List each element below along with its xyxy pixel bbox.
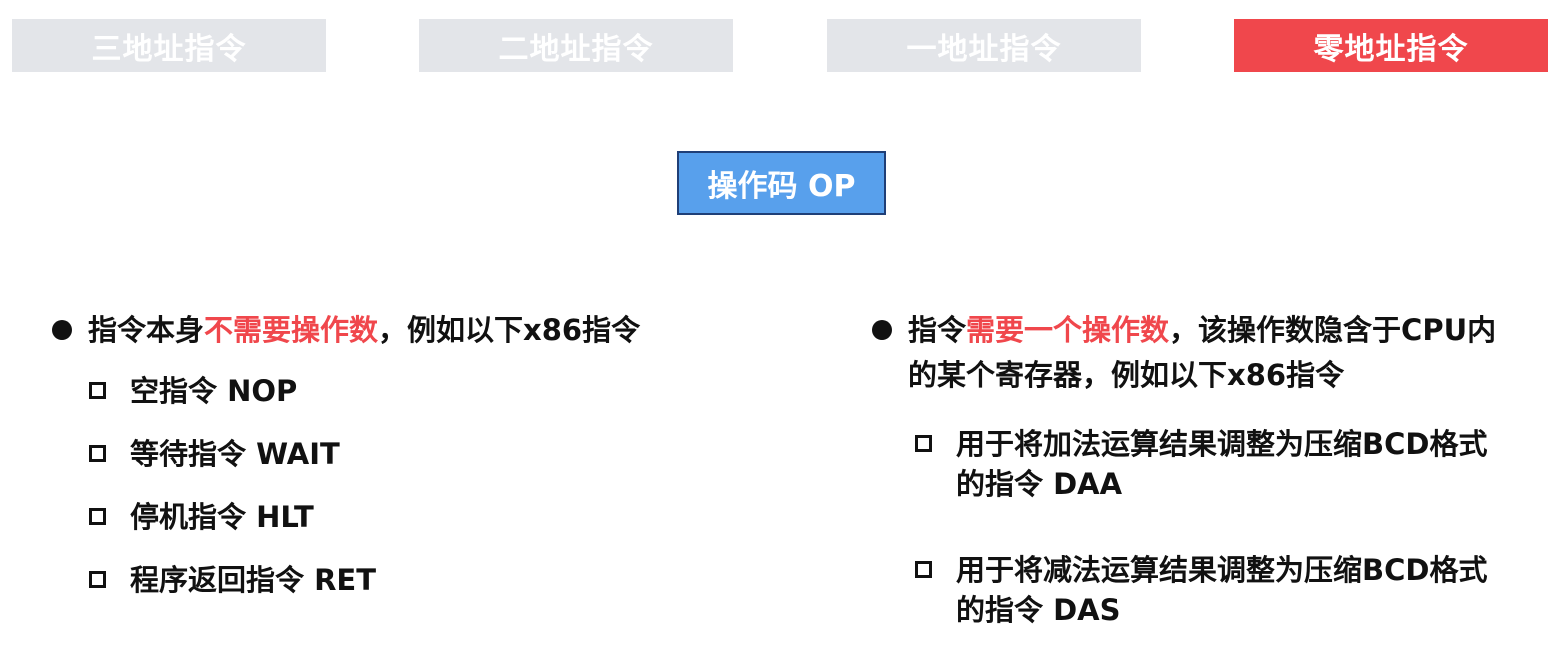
right-main-point: 指令需要一个操作数，该操作数隐含于CPU内的某个寄存器，例如以下x86指令 <box>872 308 1542 398</box>
bullet-dot-icon <box>52 320 72 340</box>
list-item: 空指令 NOP <box>89 371 812 411</box>
right-main-text: 指令需要一个操作数，该操作数隐含于CPU内的某个寄存器，例如以下x86指令 <box>908 313 1497 392</box>
list-item-text: 停机指令 HLT <box>130 500 314 534</box>
list-item-text: 程序返回指令 RET <box>130 563 377 597</box>
list-item: 等待指令 WAIT <box>89 434 812 474</box>
list-item: 用于将减法运算结果调整为压缩BCD格式的指令 DAS <box>915 550 1542 630</box>
list-item-text: 空指令 NOP <box>130 374 298 408</box>
right-highlight: 需要一个操作数 <box>966 313 1170 347</box>
right-sub-list: 用于将加法运算结果调整为压缩BCD格式的指令 DAA 用于将减法运算结果调整为压… <box>915 424 1542 630</box>
tab-two-address[interactable]: 二地址指令 <box>419 19 733 72</box>
list-item-text: 等待指令 WAIT <box>130 437 340 471</box>
left-main-point: 指令本身不需要操作数，例如以下x86指令 <box>52 308 812 353</box>
tab-one-address[interactable]: 一地址指令 <box>827 19 1141 72</box>
list-item-text: 用于将减法运算结果调整为压缩BCD格式的指令 DAS <box>956 553 1488 627</box>
square-bullet-icon <box>89 382 106 399</box>
list-item: 停机指令 HLT <box>89 497 812 537</box>
right-column: 指令需要一个操作数，该操作数隐含于CPU内的某个寄存器，例如以下x86指令 用于… <box>872 308 1542 630</box>
square-bullet-icon <box>89 508 106 525</box>
list-item: 用于将加法运算结果调整为压缩BCD格式的指令 DAA <box>915 424 1542 504</box>
square-bullet-icon <box>915 435 932 452</box>
left-highlight: 不需要操作数 <box>204 313 379 347</box>
square-bullet-icon <box>89 571 106 588</box>
tab-zero-address[interactable]: 零地址指令 <box>1234 19 1548 72</box>
opcode-box: 操作码 OP <box>677 151 886 215</box>
tab-three-address[interactable]: 三地址指令 <box>12 19 326 72</box>
list-item: 程序返回指令 RET <box>89 560 812 600</box>
square-bullet-icon <box>915 561 932 578</box>
square-bullet-icon <box>89 445 106 462</box>
list-item-text: 用于将加法运算结果调整为压缩BCD格式的指令 DAA <box>956 427 1488 501</box>
left-main-text: 指令本身不需要操作数，例如以下x86指令 <box>88 313 641 347</box>
left-column: 指令本身不需要操作数，例如以下x86指令 空指令 NOP 等待指令 WAIT 停… <box>52 308 812 623</box>
left-sub-list: 空指令 NOP 等待指令 WAIT 停机指令 HLT 程序返回指令 RET <box>89 371 812 600</box>
bullet-dot-icon <box>872 320 892 340</box>
